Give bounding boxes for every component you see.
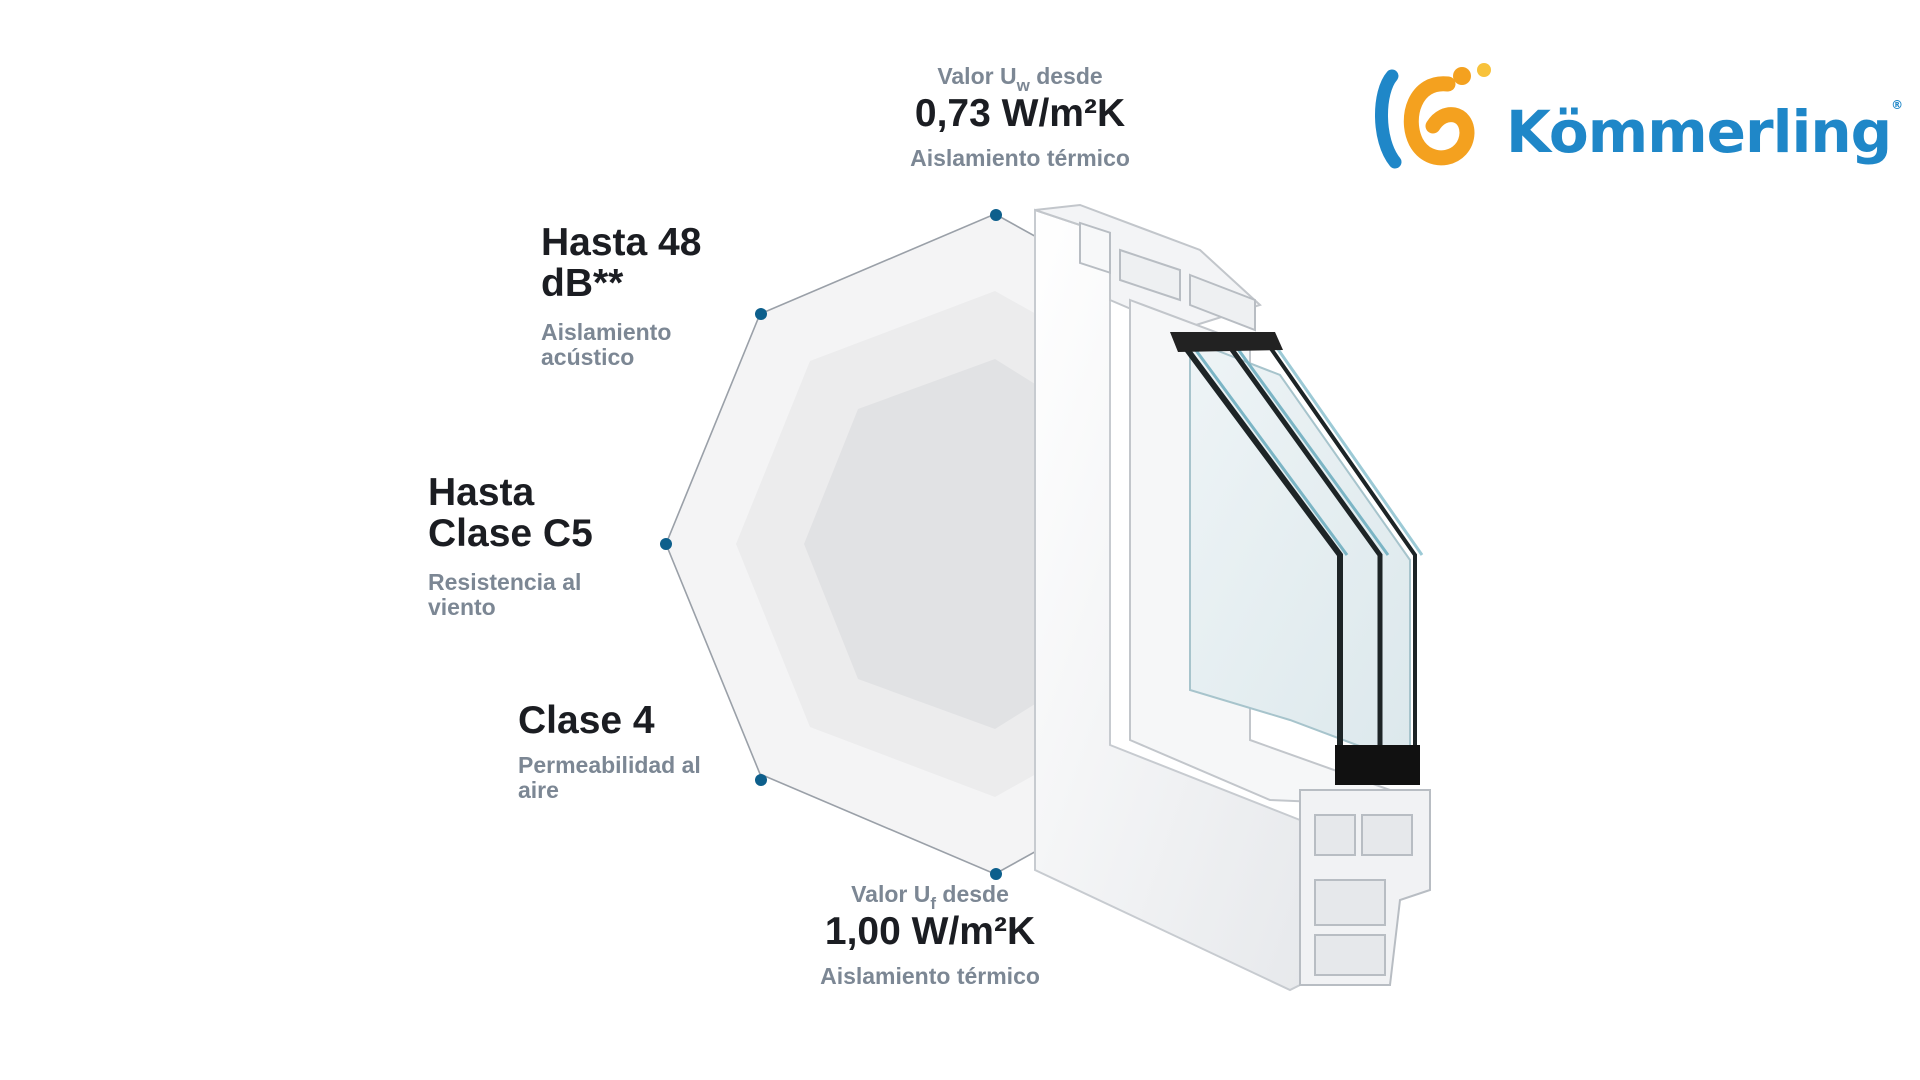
window-profile [1034, 203, 1431, 992]
acoustic-caption-2: acústico [541, 344, 635, 370]
acoustic-caption-1: Aislamiento [541, 319, 672, 345]
dot-acoustic [755, 308, 767, 320]
bottom-spec-caption: Aislamiento térmico [820, 963, 1040, 989]
dot-wind [660, 538, 672, 550]
bottom-chamber-1 [1314, 814, 1356, 856]
glass-pane-2 [1222, 338, 1383, 765]
top-spec: Valor Uw desde 0,73 W/m²K Aislamiento té… [870, 64, 1170, 171]
wind-value-2: Clase C5 [428, 512, 593, 555]
octagon-rings [665, 213, 1035, 875]
profile-chamber-top2 [1189, 273, 1256, 332]
inner-octagon [804, 359, 1035, 729]
brand-logo: Kömmerling® [1506, 98, 1903, 166]
air-caption-2: aire [518, 777, 559, 803]
bottom-chamber-2 [1361, 814, 1413, 856]
profile-chamber-top [1119, 248, 1181, 302]
glass-pane-3 [1263, 338, 1417, 765]
top-spec-value: 0,73 W/m²K [914, 92, 1126, 135]
air-spec: Clase 4 Permeabilidad al aire [518, 700, 758, 803]
dot-top [990, 209, 1002, 221]
kommerling-logo-mark [1375, 63, 1491, 169]
bottom-chamber-3 [1314, 879, 1386, 926]
acoustic-value-1: Hasta 48 [541, 221, 702, 264]
glass-pane-1 [1177, 338, 1343, 760]
air-caption-1: Permeabilidad al [518, 752, 701, 778]
top-spacer [1170, 332, 1283, 352]
acoustic-spec: Hasta 48 dB** Aislamiento acústico [541, 222, 761, 370]
wind-caption-1: Resistencia al [428, 569, 582, 595]
bottom-spec: Valor Uf desde 1,00 W/m²K Aislamiento té… [780, 882, 1080, 989]
air-value: Clase 4 [518, 699, 655, 742]
dot-bottom [990, 868, 1002, 880]
wind-spec: Hasta Clase C5 Resistencia al viento [428, 472, 658, 620]
dot-air [755, 774, 767, 786]
top-spec-label: Valor Uw desde [937, 63, 1103, 95]
top-spec-caption: Aislamiento térmico [910, 145, 1130, 171]
glass-edge-3 [1273, 344, 1424, 556]
wind-value-1: Hasta [428, 471, 535, 514]
bottom-spacer [1335, 745, 1420, 785]
brand-name: Kömmerling [1506, 98, 1892, 166]
glass-edge-1 [1190, 344, 1349, 556]
bottom-spec-label: Valor Uf desde [851, 881, 1009, 913]
spec-dots [660, 209, 1002, 880]
bottom-chamber-4 [1314, 934, 1386, 976]
acoustic-value-2: dB** [541, 262, 624, 305]
wind-caption-2: viento [428, 594, 496, 620]
registered-mark: ® [1891, 98, 1903, 112]
glass-edge-2 [1233, 344, 1390, 556]
bottom-spec-value: 1,00 W/m²K [824, 910, 1036, 953]
